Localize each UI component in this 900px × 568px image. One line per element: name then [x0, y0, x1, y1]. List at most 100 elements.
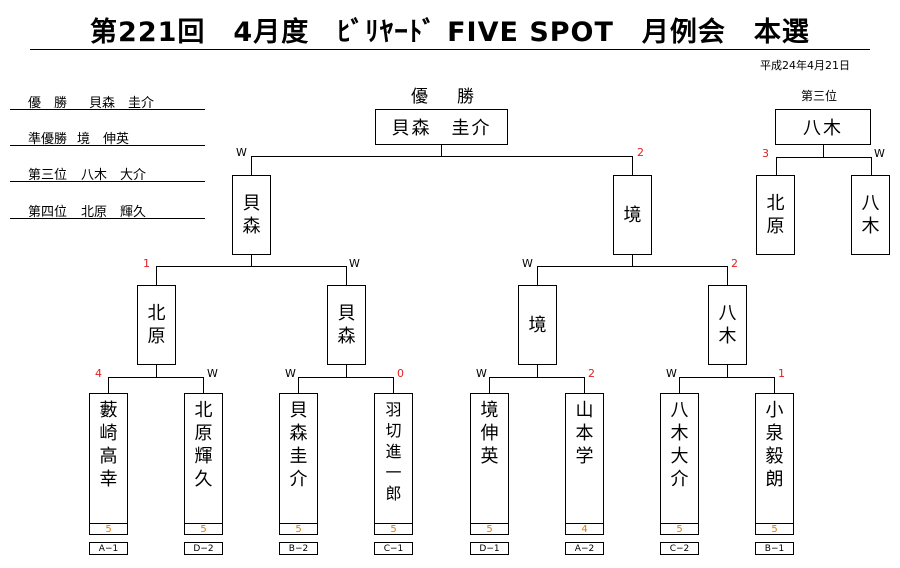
final-win-mark: W [236, 146, 247, 159]
bracket-line [537, 266, 538, 286]
bracket-line [727, 266, 728, 286]
result-rank: 第三位 [28, 168, 68, 183]
player-name: 藪崎 高幸 [99, 400, 136, 490]
bracket-line [346, 266, 347, 286]
quarter-name: 北原 [147, 303, 166, 347]
player-name: 北原 輝久 [194, 400, 231, 490]
bracket-line [251, 156, 632, 157]
r1-win-mark: W [285, 367, 296, 380]
r1-win-mark: W [207, 367, 218, 380]
bracket-line [823, 145, 824, 157]
quarter-box-2: 貝森 [327, 285, 366, 365]
player-name: 境 伸英 [480, 400, 517, 467]
player-card-6: 山本 学 4 [565, 393, 611, 536]
quarter-name: 貝森 [337, 303, 356, 347]
player-name: 羽切 進一郎 [385, 400, 418, 503]
bracket-line [108, 377, 203, 378]
player-seed: B−2 [279, 542, 318, 555]
bracket-line [727, 364, 728, 377]
quarter-box-1: 北原 [137, 285, 176, 365]
bracket-line [774, 377, 775, 394]
third-match-name: 北原 [766, 193, 785, 237]
final-score-mark: 2 [637, 146, 644, 159]
bracket-line [298, 377, 393, 378]
bracket-line [489, 377, 584, 378]
quarter-box-4: 八木 [708, 285, 747, 365]
player-name: 小泉 毅朗 [765, 400, 802, 490]
player-score: 5 [756, 523, 793, 536]
bracket-line [537, 364, 538, 377]
semi-win-mark: W [522, 257, 533, 270]
result-rule [10, 109, 205, 110]
third-match-win-mark: W [874, 147, 885, 160]
player-seed: A−1 [89, 542, 128, 555]
champion-label: 優 勝 [411, 87, 480, 107]
bracket-line [156, 266, 346, 267]
player-seed: C−1 [374, 542, 413, 555]
player-seed: D−1 [470, 542, 509, 555]
champion-name: 貝森 圭介 [391, 118, 492, 139]
bracket-line [871, 157, 872, 176]
player-score: 4 [566, 523, 603, 536]
result-name: 境 伸英 [77, 132, 130, 147]
player-seed: D−2 [184, 542, 223, 555]
quarter-name: 境 [528, 314, 547, 336]
player-seed: C−2 [660, 542, 699, 555]
player-card-5: 境 伸英 5 [470, 393, 517, 536]
champion-box: 貝森 圭介 [375, 109, 508, 145]
bracket-line [156, 266, 157, 286]
semi-name: 貝森 [242, 193, 261, 237]
page-title: 第221回 4月度 ﾋﾞﾘﾔｰﾄﾞ FIVE SPOT 月例会 本選 [90, 17, 810, 48]
result-4: 第四位北原 輝久 [28, 201, 146, 220]
bracket-line [632, 254, 633, 266]
player-card-8: 小泉 毅朗 5 [755, 393, 802, 536]
bracket-line [584, 377, 585, 394]
player-card-7: 八木 大介 5 [660, 393, 706, 536]
semi-score-mark: 2 [731, 257, 738, 270]
r1-win-mark: W [666, 367, 677, 380]
player-score: 5 [471, 523, 508, 536]
result-name: 八木 大介 [81, 168, 147, 183]
result-rank: 準優勝 [28, 132, 68, 147]
bracket-line [537, 266, 727, 267]
player-score: 5 [90, 523, 127, 536]
r1-score-mark: 1 [778, 367, 785, 380]
third-match-name: 八木 [861, 193, 880, 237]
bracket-line [632, 156, 633, 176]
bracket-line [298, 377, 299, 394]
third-match-score-mark: 3 [762, 147, 769, 160]
semi-box-1: 貝森 [232, 175, 271, 255]
player-card-1: 藪崎 高幸 5 [89, 393, 136, 536]
quarter-box-3: 境 [518, 285, 557, 365]
bracket-line [489, 377, 490, 394]
third-place-label: 第三位 [801, 89, 838, 103]
r1-score-mark: 0 [397, 367, 404, 380]
player-name: 貝森 圭介 [289, 400, 326, 490]
result-2: 準優勝境 伸英 [28, 128, 129, 147]
bracket-line [156, 364, 157, 377]
third-place-winner-box: 八木 [775, 109, 871, 145]
third-place-winner: 八木 [803, 118, 843, 139]
result-rule [10, 218, 205, 219]
player-score: 5 [661, 523, 698, 536]
semi-box-2: 境 [613, 175, 652, 255]
result-3: 第三位八木 大介 [28, 164, 146, 183]
bracket-line [393, 377, 394, 394]
bracket-line [346, 364, 347, 377]
semi-score-mark: 1 [143, 257, 150, 270]
result-name: 北原 輝久 [81, 205, 147, 220]
bracket-line [441, 144, 442, 156]
result-rank: 第四位 [28, 205, 68, 220]
player-score: 5 [280, 523, 317, 536]
bracket-line [776, 157, 871, 158]
semi-name: 境 [623, 204, 642, 226]
player-card-2: 北原 輝久 5 [184, 393, 231, 536]
player-seed: A−2 [565, 542, 604, 555]
title-underline [30, 49, 870, 50]
r1-score-mark: 4 [95, 367, 102, 380]
result-1: 優 勝貝森 圭介 [28, 92, 154, 111]
player-score: 5 [185, 523, 222, 536]
bracket-line [251, 254, 252, 266]
r1-score-mark: 2 [588, 367, 595, 380]
